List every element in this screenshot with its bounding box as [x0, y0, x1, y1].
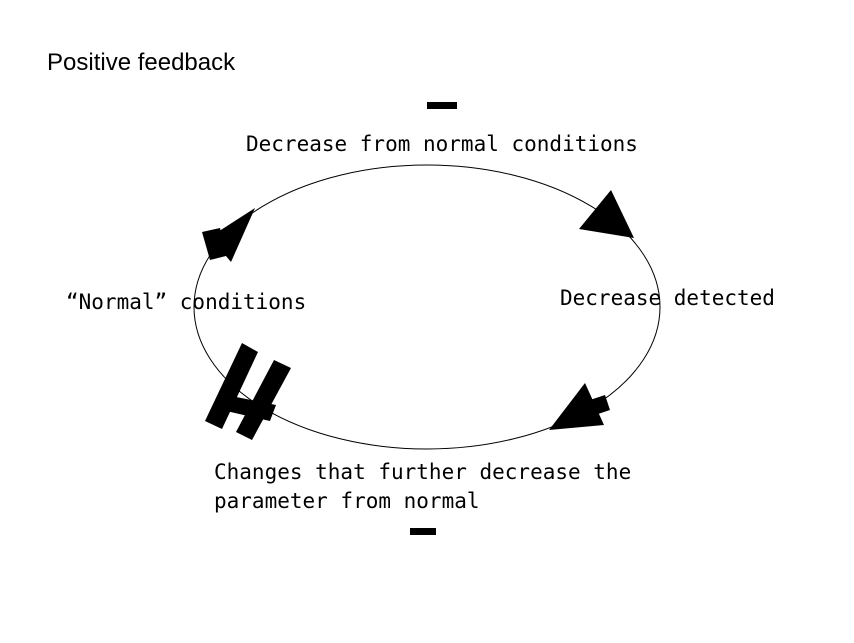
stage-normal-conditions: “Normal” conditions: [66, 290, 307, 314]
stage-further-decrease-line2: parameter from normal: [214, 489, 480, 513]
arrow-upper-right-icon: [579, 190, 634, 238]
minus-sign-bottom: [410, 528, 436, 535]
block-symbol-icon: [205, 343, 291, 440]
minus-sign-top: [427, 102, 457, 109]
stage-decrease-from-normal: Decrease from normal conditions: [246, 132, 638, 156]
arrow-lower-right-icon: [549, 383, 610, 430]
feedback-loop-ellipse: [193, 164, 661, 450]
stage-decrease-detected: Decrease detected: [560, 286, 775, 310]
stage-further-decrease: Changes that further decrease the parame…: [214, 458, 674, 516]
page-title: Positive feedback: [47, 49, 236, 76]
arrow-upper-left-icon: [202, 208, 255, 262]
stage-further-decrease-line1: Changes that further decrease the: [214, 460, 632, 484]
